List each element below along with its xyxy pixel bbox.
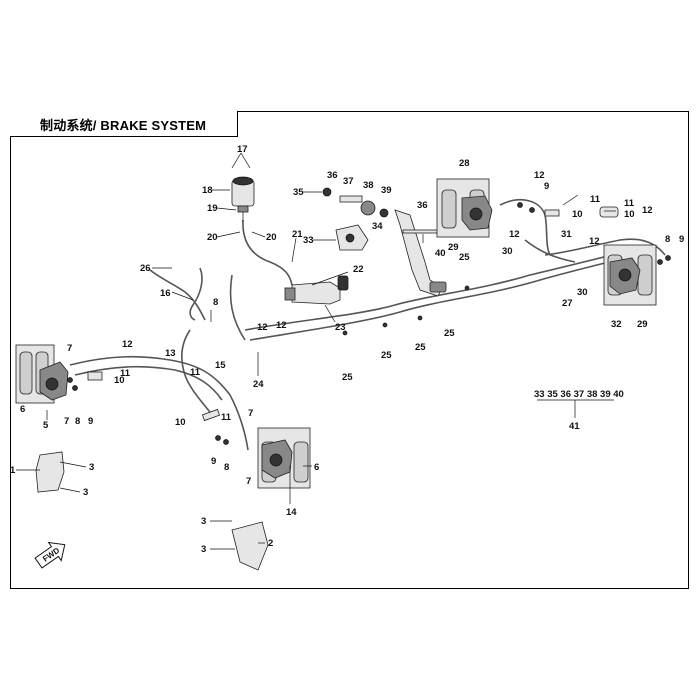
callout-10-upper-a: 10 — [572, 209, 583, 220]
rear-left-caliper — [436, 178, 493, 238]
callout-14: 14 — [286, 507, 297, 518]
left-front-caliper — [15, 344, 69, 404]
callout-7-lower-b: 7 — [248, 408, 253, 419]
callout-25-c: 25 — [415, 342, 426, 353]
callout-3-b: 3 — [83, 487, 88, 498]
callout-39: 39 — [381, 185, 392, 196]
callout-38: 38 — [363, 180, 374, 191]
callout-33: 33 — [303, 235, 314, 246]
right-front-caliper — [257, 427, 311, 489]
callout-15: 15 — [215, 360, 226, 371]
brake-fluid-reservoir — [231, 176, 255, 222]
callout-3-d: 3 — [201, 544, 206, 555]
master-cylinder — [284, 275, 349, 305]
callout-12-lower: 12 — [257, 322, 268, 333]
pedal-pivot-hardware — [322, 187, 439, 234]
rear-right-caliper — [603, 244, 657, 306]
fwd-arrow-icon: FWD — [34, 541, 66, 569]
callout-7-lower-a: 7 — [246, 476, 251, 487]
callout-27: 27 — [562, 298, 573, 309]
callout-25-b: 25 — [381, 350, 392, 361]
callout-32: 32 — [611, 319, 622, 330]
callout-34: 34 — [372, 221, 383, 232]
callout-8-upper: 8 — [213, 297, 218, 308]
callout-8-left: 8 — [75, 416, 80, 427]
callout-9-upper: 9 — [544, 181, 549, 192]
callout-10-upper-b: 10 — [624, 209, 635, 220]
callout-2: 2 — [268, 538, 273, 549]
callout-labels: 17 18 19 20 20 21 33 34 35 36 37 38 39 3… — [10, 144, 684, 555]
brake-pedal-bracket — [335, 224, 369, 251]
callout-25-d: 25 — [444, 328, 455, 339]
callout-7-left-b: 7 — [64, 416, 69, 427]
page-title: 制动系统/ BRAKE SYSTEM — [40, 118, 207, 133]
callout-12-r1: 12 — [509, 229, 520, 240]
callout-9-lower: 9 — [211, 456, 216, 467]
callout-36-left: 36 — [327, 170, 338, 181]
callout-19: 19 — [207, 203, 218, 214]
callout-11-mid: 11 — [120, 368, 131, 379]
callout-20-left: 20 — [207, 232, 218, 243]
callout-24: 24 — [253, 379, 264, 390]
fittings — [67, 202, 671, 445]
kit-number: 41 — [569, 421, 580, 432]
right-brake-guard — [231, 521, 269, 571]
callout-12-left: 12 — [122, 339, 133, 350]
callout-8-right: 8 — [665, 234, 670, 245]
kit-bracket — [537, 399, 614, 418]
callout-5: 5 — [43, 420, 49, 431]
callout-18: 18 — [202, 185, 213, 196]
callout-36-right: 36 — [417, 200, 428, 211]
callout-6-left: 6 — [20, 404, 25, 415]
callout-3-c: 3 — [201, 516, 206, 527]
callout-11-upper-a: 11 — [590, 194, 601, 205]
callout-31: 31 — [561, 229, 572, 240]
callout-30-lower: 30 — [577, 287, 588, 298]
callout-35: 35 — [293, 187, 304, 198]
callout-12-upper: 12 — [534, 170, 545, 181]
callout-8-lower: 8 — [224, 462, 229, 473]
callout-11-upper-b: 11 — [624, 198, 635, 209]
callout-10-lower: 10 — [175, 417, 186, 428]
callout-37: 37 — [343, 176, 354, 187]
callout-23: 23 — [335, 322, 346, 333]
callout-16: 16 — [160, 288, 171, 299]
callout-25-a: 25 — [342, 372, 353, 383]
title-box — [10, 111, 238, 137]
callout-leaders — [16, 152, 616, 550]
diagram-frame — [10, 111, 689, 589]
callout-30-upper: 30 — [502, 246, 513, 257]
callout-12-right: 12 — [642, 205, 653, 216]
callout-25-e: 25 — [459, 252, 470, 263]
callout-13: 13 — [165, 348, 176, 359]
callout-6-right: 6 — [314, 462, 319, 473]
left-brake-guard — [35, 451, 65, 493]
callout-12-r2: 12 — [589, 236, 600, 247]
callout-22: 22 — [353, 264, 364, 275]
brake-lines — [69, 199, 666, 451]
callout-40: 40 — [435, 248, 446, 259]
callout-9-right: 9 — [679, 234, 684, 245]
callout-3-a: 3 — [89, 462, 94, 473]
callout-11-left: 11 — [190, 367, 201, 378]
callout-7-left-a: 7 — [67, 343, 72, 354]
callout-29-lower: 29 — [637, 319, 648, 330]
callout-28: 28 — [459, 158, 470, 169]
callout-21: 21 — [292, 229, 303, 240]
callout-11-lower: 11 — [221, 412, 232, 423]
callout-20-right: 20 — [266, 232, 277, 243]
callout-10-left: 10 — [114, 375, 125, 386]
kit-parts-list: 33 35 36 37 38 39 40 — [534, 389, 624, 400]
callout-9-left: 9 — [88, 416, 93, 427]
callout-26: 26 — [140, 263, 151, 274]
callout-12-mid: 12 — [276, 320, 287, 331]
callout-1: 1 — [10, 465, 16, 476]
callout-29-upper: 29 — [448, 242, 459, 253]
callout-17: 17 — [237, 144, 248, 155]
